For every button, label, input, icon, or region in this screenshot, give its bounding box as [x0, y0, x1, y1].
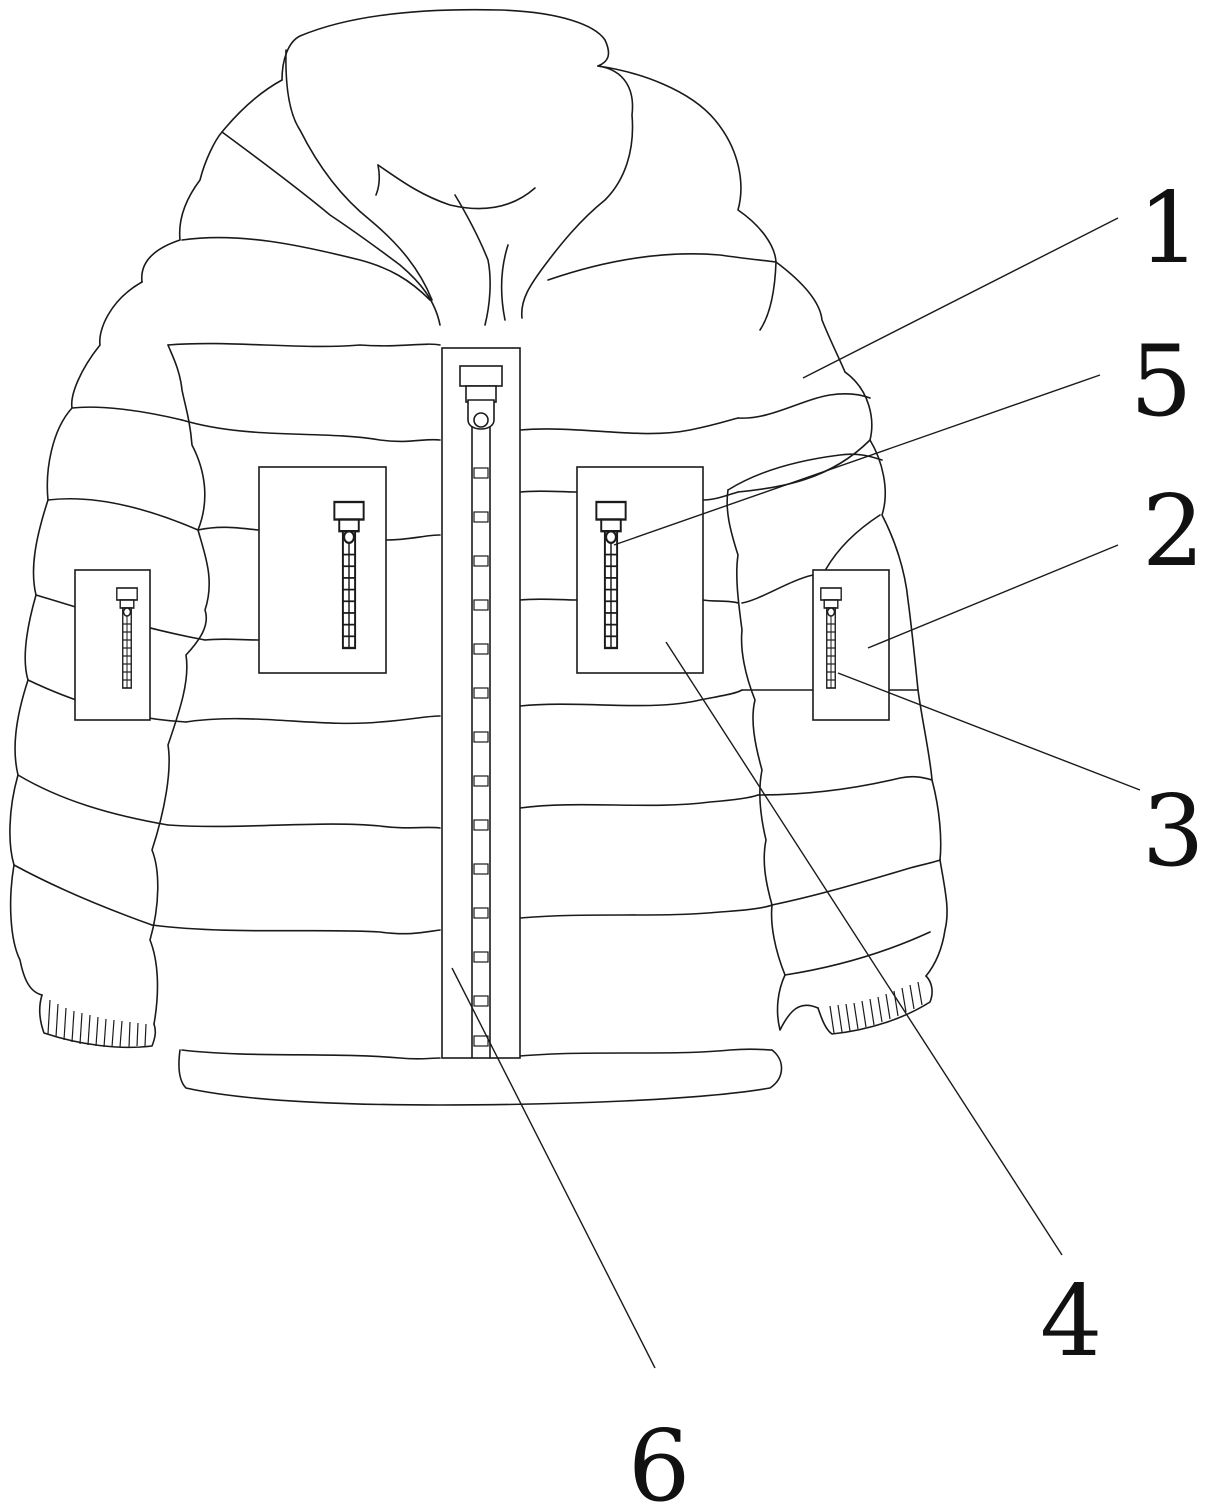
label-5: 5: [1130, 325, 1192, 439]
right-cuff: [818, 976, 932, 1034]
main-zipper: [442, 348, 520, 1058]
right-sleeve-pocket: [813, 570, 889, 720]
label-2: 2: [1142, 475, 1204, 589]
label-6: 6: [628, 1410, 690, 1511]
left-chest-pocket: [259, 467, 386, 673]
left-sleeve-pocket: [75, 570, 150, 720]
right-chest-pocket: [577, 467, 703, 673]
label-3: 3: [1142, 775, 1204, 889]
left-cuff: [40, 995, 155, 1047]
label-4: 4: [1040, 1265, 1102, 1379]
reference-numerals: 1 5 2 3 4 6: [628, 172, 1204, 1511]
label-1: 1: [1138, 172, 1200, 286]
